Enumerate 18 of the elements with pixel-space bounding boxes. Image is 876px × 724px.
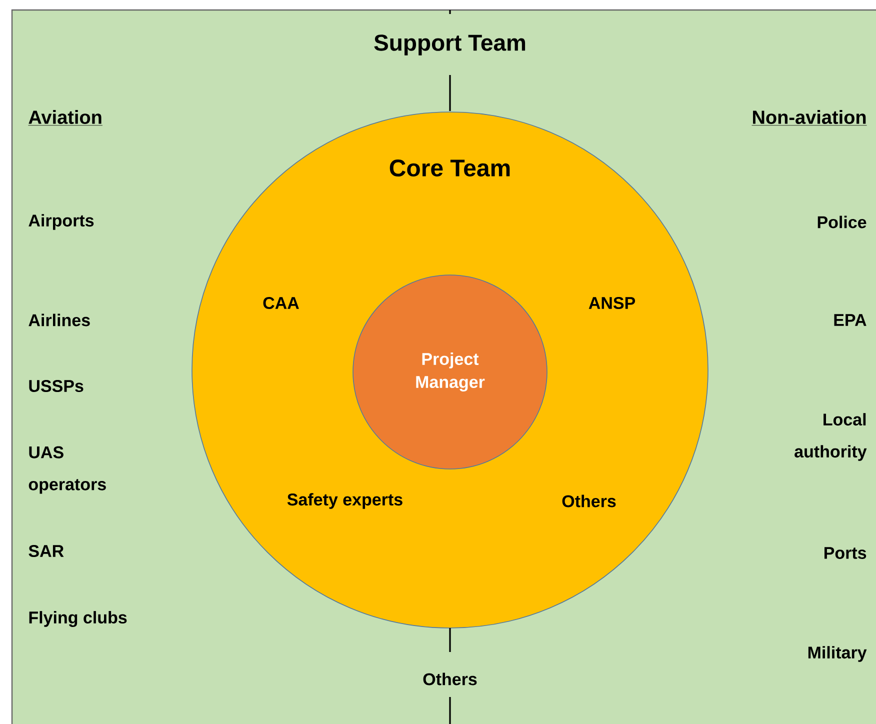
text-label: Ports xyxy=(824,547,866,559)
text-label: Safety experts xyxy=(287,493,402,509)
text-label: Local authority xyxy=(794,413,867,461)
text-label: Military xyxy=(808,646,867,662)
text-label: Others xyxy=(562,494,616,508)
text-label: Airlines xyxy=(28,314,90,326)
text-label: Aviation xyxy=(28,110,103,126)
text-label: CAA xyxy=(263,296,299,310)
text-label: EPA xyxy=(834,314,866,326)
text-label: UAS operators xyxy=(28,446,106,494)
text-label: Flying clubs xyxy=(29,611,127,627)
text-label: Non-aviation xyxy=(752,110,867,126)
text-label: USSPs xyxy=(29,380,84,392)
text-label: Police xyxy=(818,216,866,228)
text-label: ANSP xyxy=(588,296,636,310)
text-label: SAR xyxy=(28,545,64,558)
text-label: Others xyxy=(423,672,477,686)
text-label: Airports xyxy=(28,214,94,230)
